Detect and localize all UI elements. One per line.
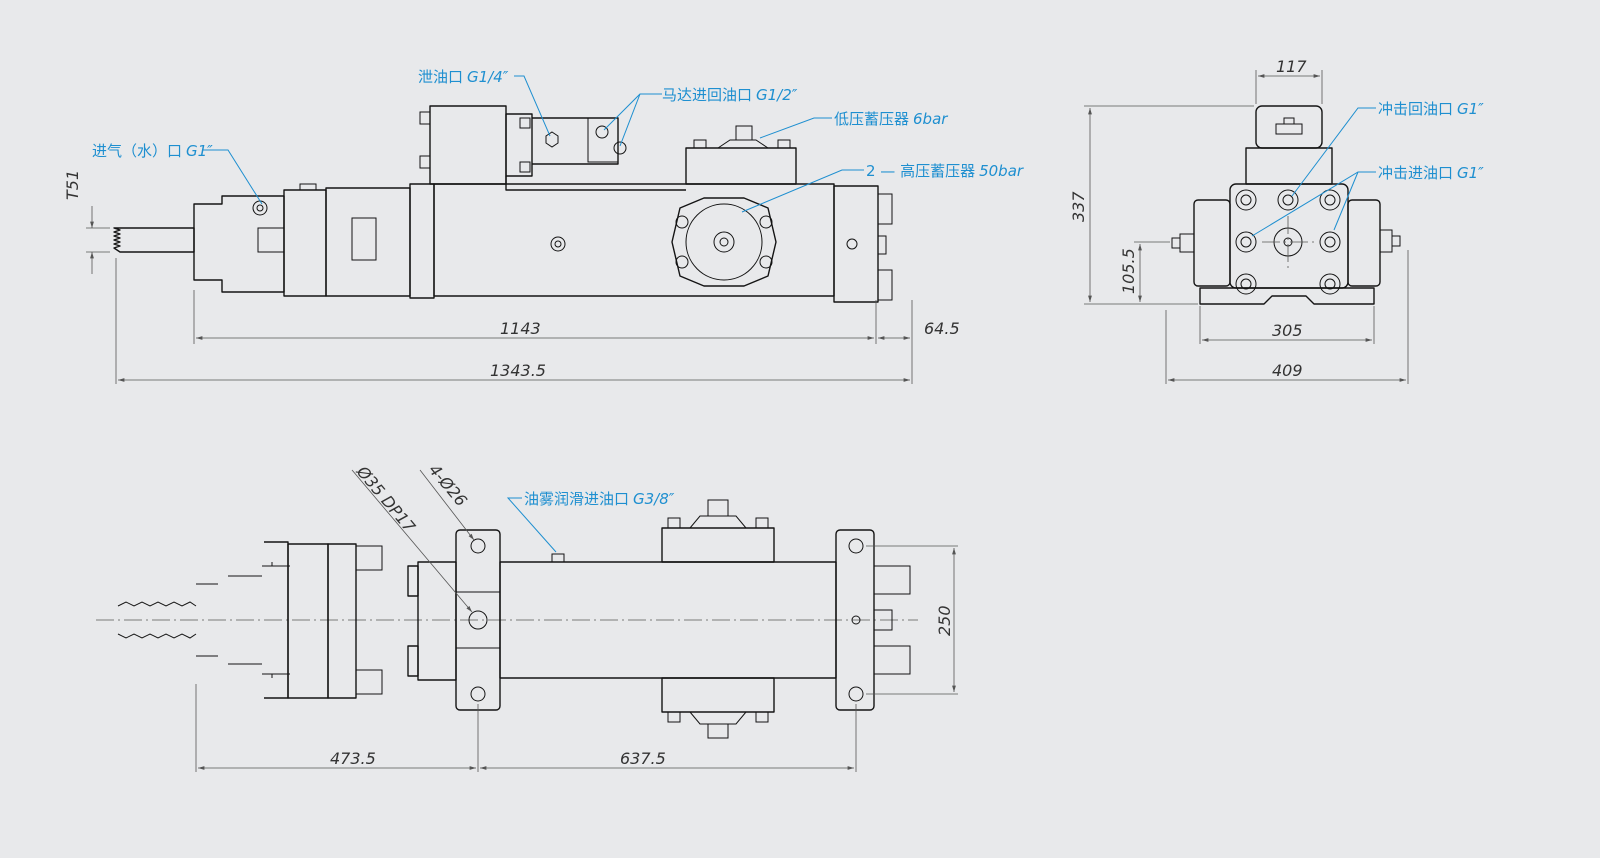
dim-top-middle: 637.5 [620, 749, 666, 768]
dim-front-extension: 64.5 [924, 319, 960, 338]
dim-side-height: 337 [1069, 191, 1088, 222]
dim-top-height: 250 [935, 605, 954, 636]
dim-front-height: T51 [63, 170, 82, 200]
dim-side-top: 117 [1276, 57, 1307, 76]
dim-side-center: 105.5 [1119, 248, 1138, 294]
callout-bore-diameter: Ø35 DP17 [352, 462, 419, 537]
dim-front-total: 1343.5 [490, 361, 546, 380]
dim-front-length: 1143 [500, 319, 541, 338]
dim-side-base: 305 [1272, 321, 1303, 340]
side-view-ports [1235, 189, 1341, 295]
dim-side-total: 409 [1272, 361, 1303, 380]
dim-top-left: 473.5 [330, 749, 376, 768]
